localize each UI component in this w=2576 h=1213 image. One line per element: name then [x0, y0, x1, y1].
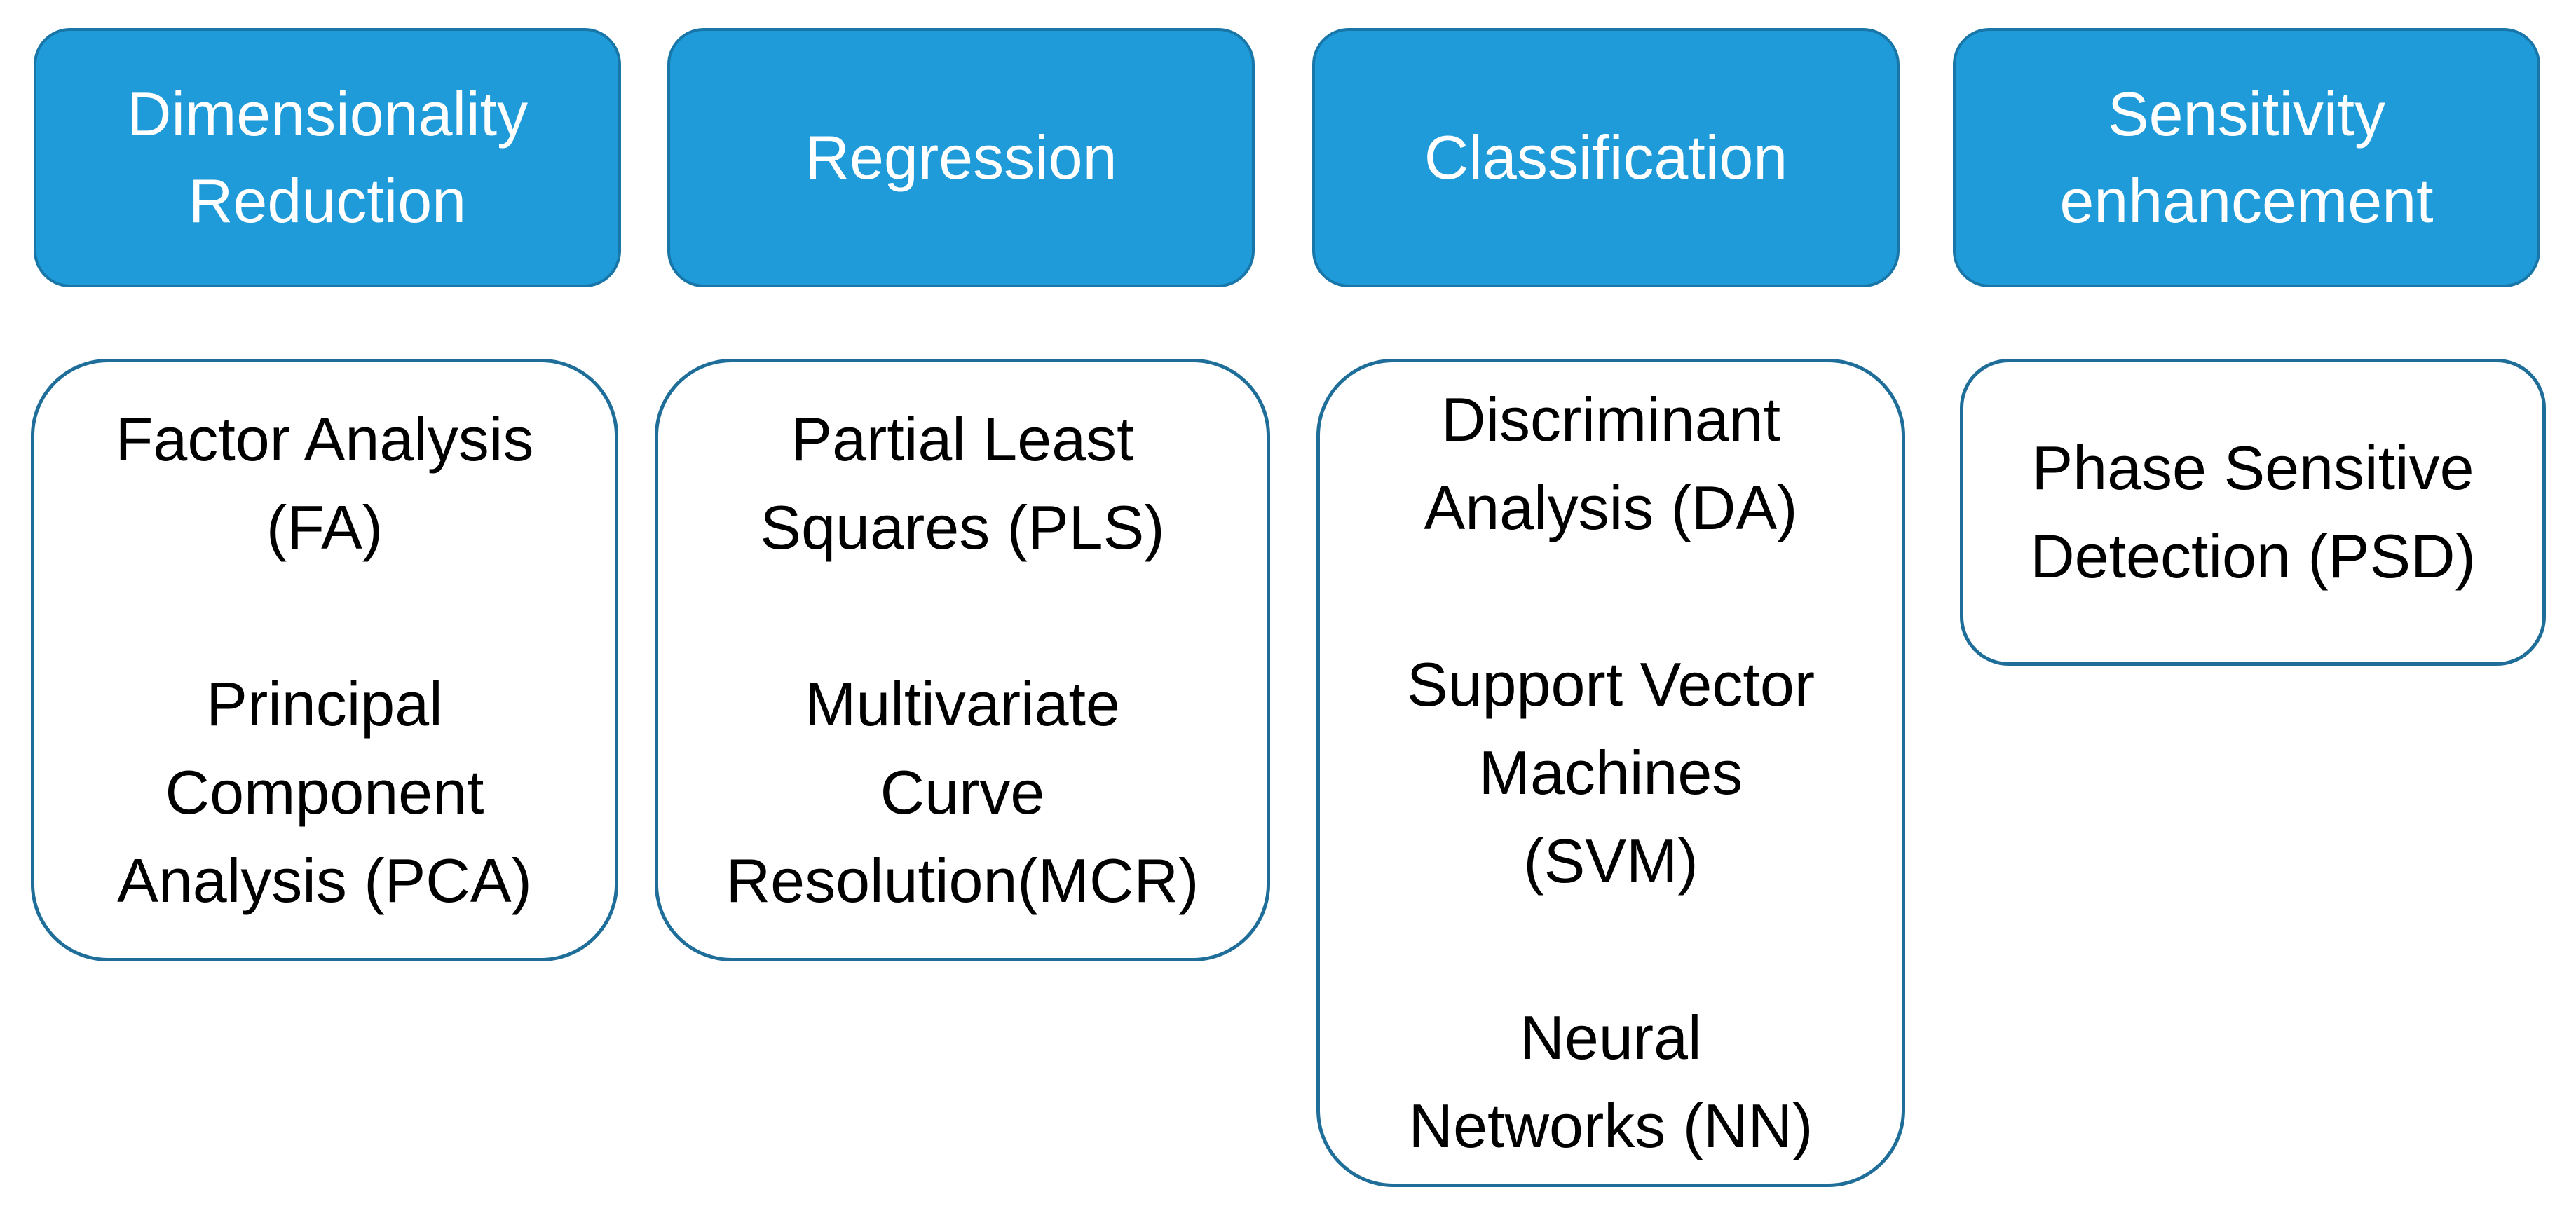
header-regression: Regression: [667, 28, 1255, 287]
method-line: Multivariate: [805, 669, 1120, 739]
method-line: Neural: [1520, 1003, 1702, 1072]
header-classification: Classification: [1312, 28, 1900, 287]
methods-box-regression: Partial Least Squares (PLS) Multivariate…: [655, 359, 1270, 961]
method-principal-component-analysis: Principal Component Analysis (PCA): [117, 660, 532, 925]
method-line: Curve: [880, 758, 1045, 827]
method-line: Support Vector: [1406, 650, 1815, 719]
header-line: Sensitivity: [2107, 79, 2386, 149]
method-line: Discriminant: [1440, 385, 1781, 454]
header-sensitivity-enhancement: Sensitivity enhancement: [1953, 28, 2540, 287]
method-factor-analysis: Factor Analysis (FA): [116, 395, 534, 572]
method-support-vector-machines: Support Vector Machines (SVM): [1407, 640, 1815, 905]
header-dimensionality-reduction: Dimensionality Reduction: [34, 28, 621, 287]
method-line: (FA): [266, 493, 383, 562]
method-line: Networks (NN): [1408, 1091, 1813, 1160]
method-line: Analysis (PCA): [117, 846, 532, 915]
header-line: Regression: [805, 123, 1117, 192]
header-line: enhancement: [2059, 166, 2434, 235]
method-line: Detection (PSD): [2030, 521, 2476, 591]
method-line: Component: [165, 758, 484, 827]
method-line: Machines: [1478, 738, 1743, 807]
methods-box-classification: Discriminant Analysis (DA) Support Vecto…: [1316, 359, 1905, 1187]
method-phase-sensitive-detection: Phase Sensitive Detection (PSD): [2030, 424, 2476, 601]
header-line: Dimensionality: [126, 79, 529, 149]
method-line: Factor Analysis: [115, 404, 534, 474]
method-line: Resolution(MCR): [725, 846, 1199, 915]
method-partial-least-squares: Partial Least Squares (PLS): [760, 395, 1164, 572]
method-neural-networks: Neural Networks (NN): [1409, 994, 1813, 1170]
method-line: (SVM): [1523, 826, 1698, 896]
method-line: Partial Least: [791, 404, 1134, 474]
methods-box-dimensionality-reduction: Factor Analysis (FA) Principal Component…: [31, 359, 618, 961]
method-multivariate-curve-resolution: Multivariate Curve Resolution(MCR): [726, 660, 1199, 925]
method-line: Squares (PLS): [760, 493, 1165, 562]
header-line: Classification: [1424, 123, 1788, 192]
method-line: Phase Sensitive: [2031, 433, 2474, 502]
method-discriminant-analysis: Discriminant Analysis (DA): [1424, 376, 1798, 552]
method-line: Analysis (DA): [1424, 473, 1798, 542]
method-line: Principal: [206, 669, 443, 739]
header-line: Reduction: [188, 166, 467, 235]
methods-box-sensitivity-enhancement: Phase Sensitive Detection (PSD): [1960, 359, 2546, 666]
